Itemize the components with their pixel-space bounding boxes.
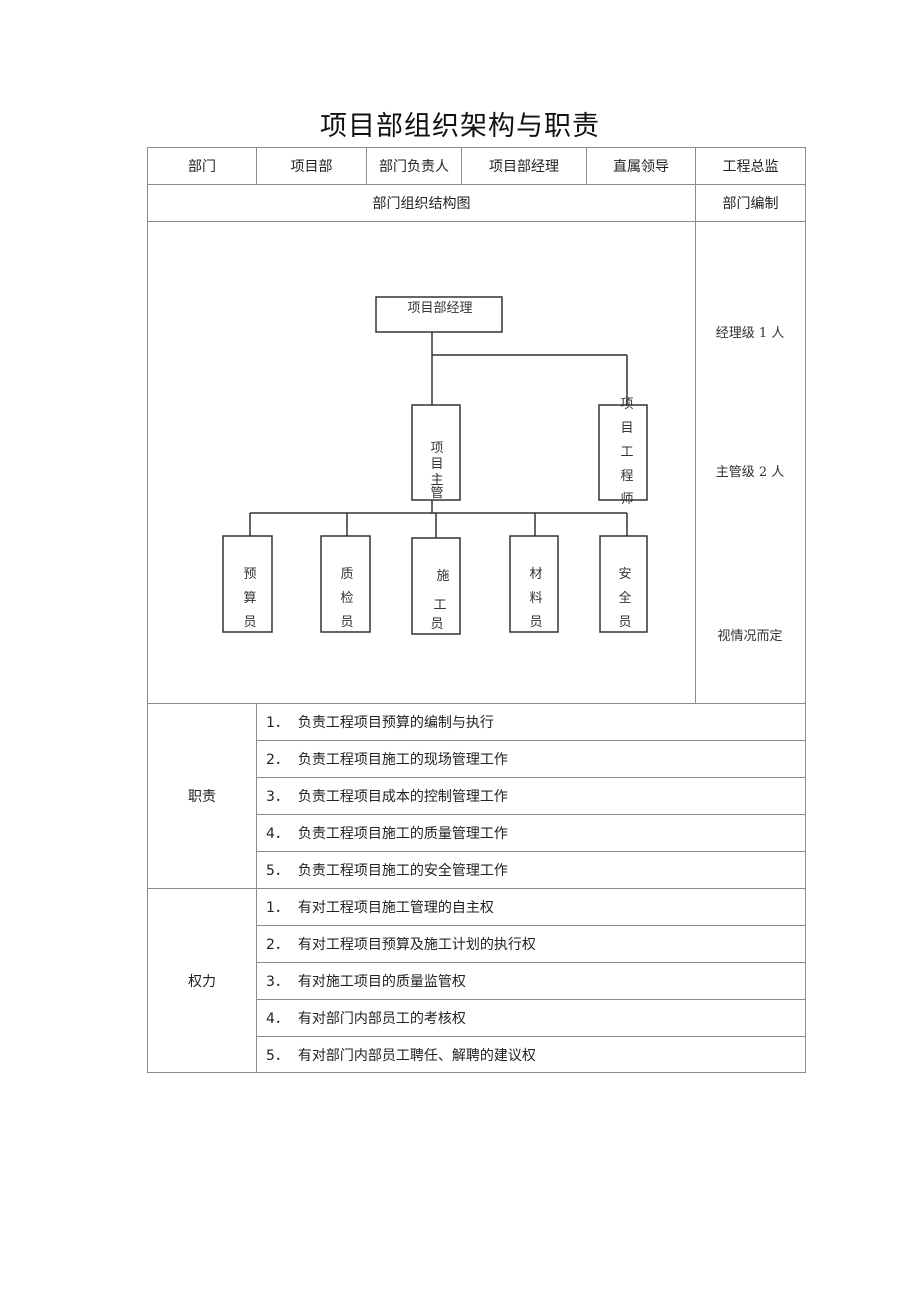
duty-number: 5． xyxy=(266,863,289,879)
duty-number: 1． xyxy=(266,715,289,731)
duty-number: 4． xyxy=(266,826,289,842)
power-number: 1． xyxy=(266,900,289,916)
duty-number: 3． xyxy=(266,789,289,805)
staffing-supervisor-level: 主管级 2 人 xyxy=(715,465,785,480)
org-box-staff-construction xyxy=(411,537,461,635)
org-label-quality-2: 检 xyxy=(340,591,353,606)
duty-item: 1． 负责工程项目预算的编制与执行 xyxy=(256,703,806,741)
org-box-staff-safety xyxy=(599,535,648,633)
duty-item: 5． 负责工程项目施工的安全管理工作 xyxy=(256,851,806,889)
duty-text: 负责工程项目施工的安全管理工作 xyxy=(297,863,508,879)
org-label-safety-2: 全 xyxy=(618,590,631,606)
staffing-other: 视情况而定 xyxy=(717,629,783,644)
org-label-engineer-3: 工 xyxy=(620,445,633,460)
org-label-engineer-2: 目 xyxy=(620,421,633,436)
staffing-manager-level: 经理级 1 人 xyxy=(715,326,785,341)
power-item: 5． 有对部门内部员工聘任、解聘的建议权 xyxy=(256,1036,806,1073)
org-label-supervisor-2: 目 xyxy=(430,457,443,472)
org-box-supervisor xyxy=(411,404,461,501)
duty-text: 负责工程项目成本的控制管理工作 xyxy=(297,789,508,805)
org-box-engineer xyxy=(598,404,648,501)
duty-item: 4． 负责工程项目施工的质量管理工作 xyxy=(256,814,806,852)
power-text: 有对部门内部员工聘任、解聘的建议权 xyxy=(297,1047,536,1064)
org-box-manager xyxy=(375,296,503,333)
power-number: 5． xyxy=(266,1047,289,1064)
org-label-engineer-4: 程 xyxy=(620,469,633,484)
power-item: 3． 有对施工项目的质量监管权 xyxy=(256,962,806,1000)
org-box-staff-quality xyxy=(320,535,371,633)
power-number: 3． xyxy=(266,974,289,990)
duties-label-cell: 职责 xyxy=(147,703,257,889)
power-item: 1． 有对工程项目施工管理的自主权 xyxy=(256,888,806,926)
duty-text: 负责工程项目施工的现场管理工作 xyxy=(297,752,508,768)
org-label-materials-2: 料 xyxy=(529,591,542,606)
power-text: 有对工程项目预算及施工计划的执行权 xyxy=(297,937,536,953)
org-label-supervisor-3: 主 xyxy=(430,473,443,488)
duty-text: 负责工程项目施工的质量管理工作 xyxy=(297,826,508,842)
org-label-budget-3: 员 xyxy=(243,615,256,630)
org-label-quality-1: 质 xyxy=(340,567,353,582)
power-text: 有对施工项目的质量监管权 xyxy=(297,974,466,990)
org-label-budget-1: 预 xyxy=(243,567,256,582)
duty-item: 2． 负责工程项目施工的现场管理工作 xyxy=(256,740,806,778)
power-text: 有对部门内部员工的考核权 xyxy=(297,1011,466,1027)
org-label-construction-1: 施 xyxy=(436,569,449,584)
org-label-safety-3: 员 xyxy=(618,615,631,630)
duty-item: 3． 负责工程项目成本的控制管理工作 xyxy=(256,777,806,815)
power-item: 2． 有对工程项目预算及施工计划的执行权 xyxy=(256,925,806,963)
power-text: 有对工程项目施工管理的自主权 xyxy=(297,900,494,916)
power-item: 4． 有对部门内部员工的考核权 xyxy=(256,999,806,1037)
powers-label-cell: 权力 xyxy=(147,888,257,1073)
org-label-construction-2: 工 xyxy=(433,598,446,613)
org-label-construction-3: 员 xyxy=(430,617,443,632)
org-label-materials-3: 员 xyxy=(529,615,542,630)
org-label-budget-2: 算 xyxy=(243,591,256,606)
org-label-engineer-1: 项 xyxy=(620,397,633,412)
org-label-manager: 项目部经理 xyxy=(407,301,472,316)
org-label-safety-1: 安 xyxy=(618,567,631,582)
page-title: 项目部组织架构与职责 xyxy=(320,111,600,142)
org-box-staff-materials xyxy=(509,535,559,633)
duty-text: 负责工程项目预算的编制与执行 xyxy=(297,715,494,731)
org-label-materials-1: 材 xyxy=(529,567,542,582)
org-label-supervisor-1: 项 xyxy=(430,441,443,456)
duty-number: 2． xyxy=(266,752,289,768)
org-box-staff-budget xyxy=(222,535,273,633)
org-label-quality-3: 员 xyxy=(340,615,353,630)
power-number: 4． xyxy=(266,1011,289,1027)
org-label-engineer-5: 师 xyxy=(620,492,633,507)
org-label-supervisor-4: 管 xyxy=(430,486,443,501)
power-number: 2． xyxy=(266,937,289,953)
